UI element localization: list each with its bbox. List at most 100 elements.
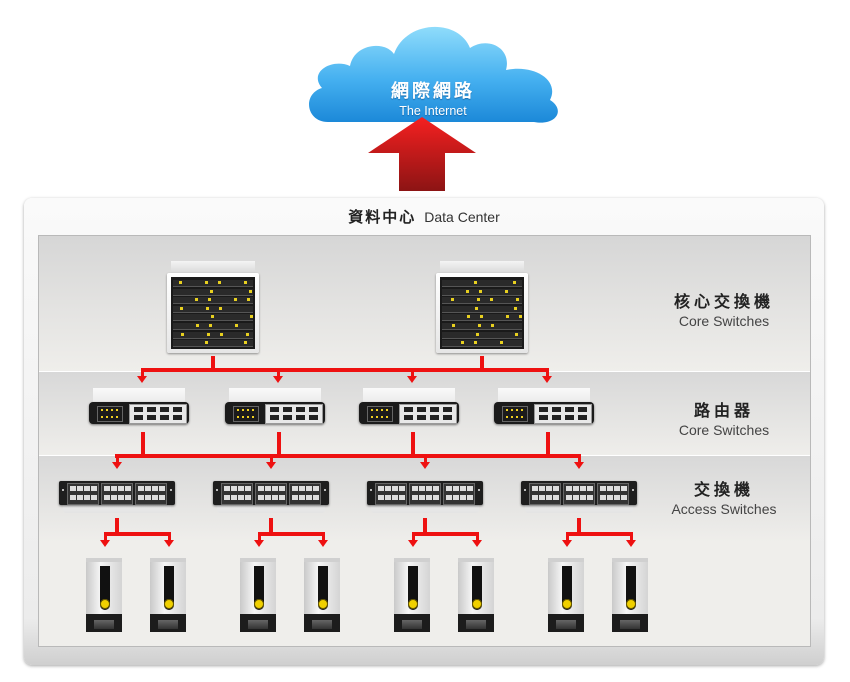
link-arrow-icon (112, 462, 122, 469)
rack-row (442, 340, 522, 348)
router-icon (494, 388, 594, 428)
ethernet-port (607, 495, 613, 500)
status-led (451, 298, 454, 302)
ethernet-port (385, 486, 391, 491)
rack-row (173, 280, 253, 287)
link-drop (412, 532, 415, 540)
status-led (514, 306, 517, 310)
server-tower (150, 562, 186, 614)
rack-row (173, 288, 253, 296)
rack-row (442, 323, 522, 330)
link-arrow-icon (626, 540, 636, 547)
port-group (409, 483, 441, 505)
port-group (597, 483, 629, 505)
tier-label-access: 交換機 Access Switches (649, 476, 799, 517)
status-led (235, 324, 238, 327)
port-group (529, 483, 561, 505)
link-drop (322, 532, 325, 540)
ethernet-port (607, 486, 613, 491)
ethernet-port (70, 486, 76, 491)
server-tower (86, 562, 122, 614)
ethernet-port (546, 486, 552, 491)
ethernet-port (138, 495, 144, 500)
server-tray (248, 620, 268, 629)
ethernet-port (399, 495, 405, 500)
ethernet-port (272, 486, 278, 491)
server-top (304, 558, 340, 562)
ethernet-port (77, 486, 83, 491)
server-icon (238, 558, 278, 636)
status-led (219, 306, 222, 310)
ethernet-port (552, 407, 561, 412)
ethernet-port (125, 486, 131, 491)
ethernet-port (231, 486, 237, 491)
ethernet-port (417, 415, 426, 420)
status-led (211, 315, 214, 319)
ethernet-port (419, 495, 425, 500)
ethernet-port (296, 415, 305, 420)
ethernet-port (412, 495, 418, 500)
status-led (467, 315, 470, 319)
tier-label-access-en: Access Switches (671, 501, 777, 517)
ethernet-port (231, 495, 237, 500)
status-led (101, 409, 103, 411)
access-switch-icon (213, 479, 329, 515)
data-center-title-en: Data Center (424, 209, 500, 225)
mount-screw (524, 489, 526, 491)
status-led (111, 416, 113, 418)
ethernet-port (565, 407, 574, 412)
link-vertical (141, 432, 145, 456)
ethernet-port (412, 486, 418, 491)
status-led (381, 409, 383, 411)
network-diagram-area: 核心交換機 Core Switches 路由器 Core Switches 交換… (38, 235, 811, 647)
server-slot (626, 566, 636, 610)
ethernet-port (238, 486, 244, 491)
port-group (563, 483, 595, 505)
internet-title-en: The Internet (399, 104, 467, 118)
status-led (180, 306, 183, 310)
ethernet-port (77, 495, 83, 500)
link-arrow-icon (137, 376, 147, 383)
router-led-panel (502, 406, 528, 422)
port-group (375, 483, 407, 505)
ethernet-port (245, 486, 251, 491)
port-group (255, 483, 287, 505)
ethernet-port (147, 407, 156, 412)
core-switch-rack (171, 277, 255, 349)
ethernet-port (419, 486, 425, 491)
status-led (506, 416, 508, 418)
server-tray (466, 620, 486, 629)
ethernet-port (539, 486, 545, 491)
link-drop (411, 368, 414, 376)
ethernet-port (587, 486, 593, 491)
status-led (480, 315, 483, 319)
ethernet-port (118, 495, 124, 500)
ethernet-port (467, 495, 473, 500)
link-vertical (411, 432, 415, 456)
status-led (181, 332, 184, 336)
server-tower (548, 562, 584, 614)
status-led (506, 315, 509, 319)
ethernet-port (118, 486, 124, 491)
link-arrow-icon (266, 462, 276, 469)
server-slot (254, 566, 264, 610)
server-icon (148, 558, 188, 636)
status-led (247, 416, 249, 418)
ethernet-port (539, 407, 548, 412)
router-led-panel (367, 406, 393, 422)
ethernet-port (532, 486, 538, 491)
ethernet-port (152, 486, 158, 491)
core-switch-chassis (436, 273, 528, 353)
link-arrow-icon (542, 376, 552, 383)
router-chassis (89, 402, 189, 424)
ethernet-port (104, 486, 110, 491)
link-drop (630, 532, 633, 540)
status-led (101, 416, 103, 418)
ethernet-port (245, 495, 251, 500)
server-tower (394, 562, 430, 614)
link-vertical (423, 518, 427, 534)
server-slot (164, 566, 174, 610)
port-group (67, 483, 99, 505)
status-led (249, 289, 252, 293)
